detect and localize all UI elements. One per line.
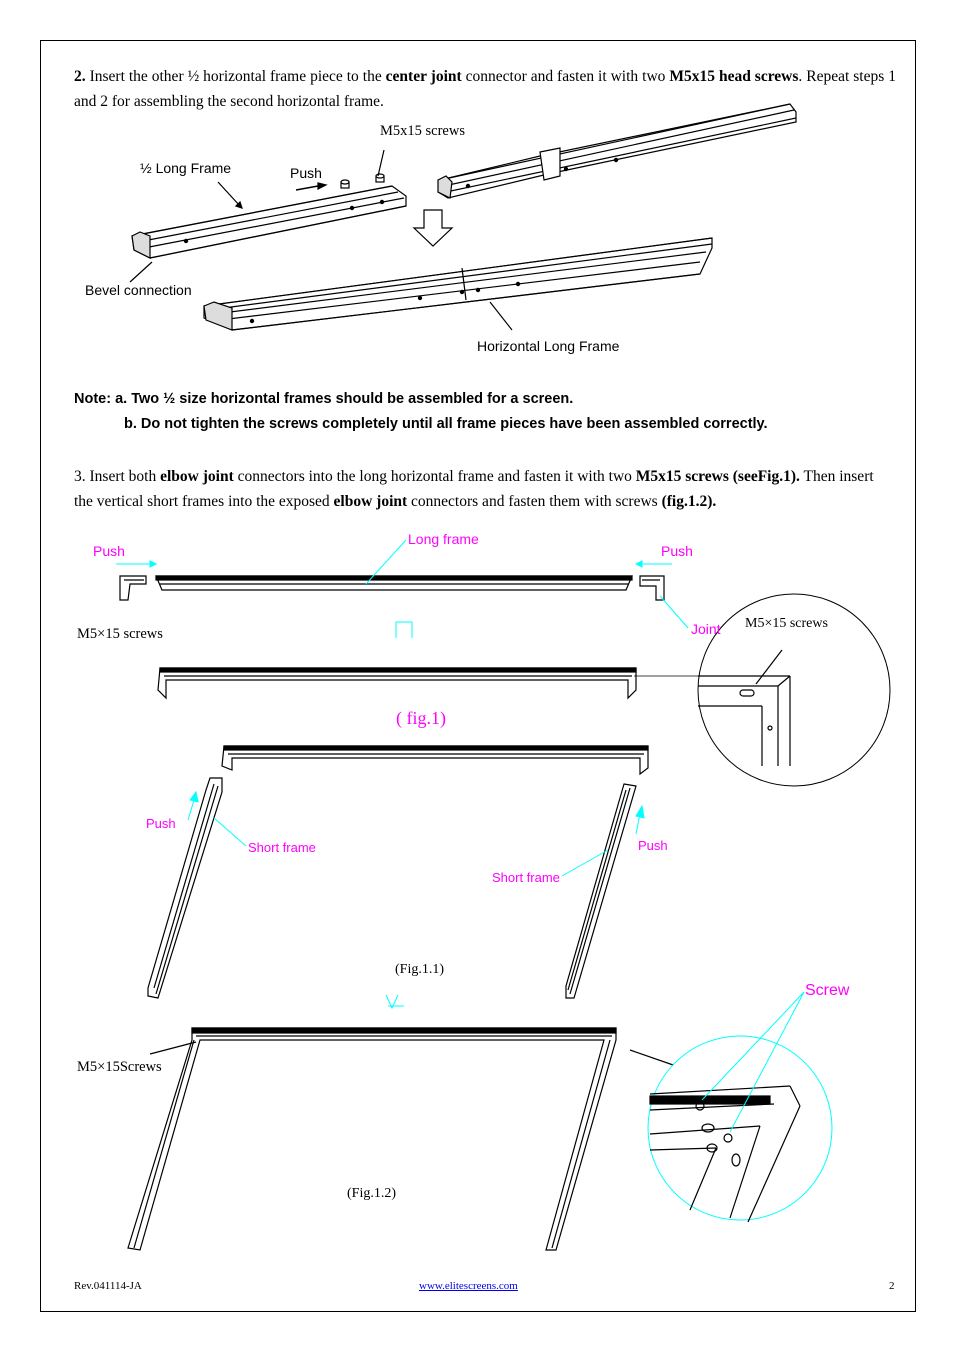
- label-horizontal-long-frame: Horizontal Long Frame: [477, 338, 620, 354]
- note-b: b. Do not tighten the screws completely …: [124, 416, 768, 432]
- step3-text-4: connectors and fasten them with screws: [407, 493, 662, 510]
- short-frame-right-drawing: [565, 783, 637, 999]
- label-fig11: (Fig.1.1): [395, 962, 444, 977]
- label-screws-left: M5×15 screws: [77, 626, 163, 642]
- page-border: [40, 40, 916, 1312]
- label-m5x15-screws: M5x15 screws: [380, 123, 465, 139]
- frame-fig12-drawing: [127, 1027, 617, 1251]
- label-fig12: (Fig.1.2): [347, 1186, 396, 1201]
- step3-paragraph: 3. Insert both elbow joint connectors in…: [74, 464, 896, 514]
- label-screws-bottom: M5×15Screws: [77, 1059, 162, 1075]
- label-push: Push: [290, 165, 322, 181]
- half-frame-left-drawing: [131, 173, 407, 259]
- step3-text-2: connectors into the long horizontal fram…: [233, 468, 636, 485]
- label-screw: Screw: [805, 982, 850, 999]
- step2-screws: M5x15 head screws: [669, 68, 799, 85]
- label-push-right: Push: [661, 543, 693, 559]
- half-frame-right-drawing: [437, 103, 797, 199]
- zoom-circle-fig1: [697, 593, 891, 787]
- step3-text-1: 3. Insert both: [74, 468, 161, 485]
- step2-paragraph: 2. Insert the other ½ horizontal frame p…: [74, 64, 896, 114]
- label-push-left: Push: [93, 543, 125, 559]
- footer-page-number: 2: [889, 1280, 895, 1292]
- step2-text-2: connector and fasten it with two: [461, 68, 670, 85]
- label-push-short-right: Push: [638, 838, 668, 853]
- step2-center-joint: center joint: [385, 68, 462, 85]
- frame-fig11-drawing: [221, 745, 649, 776]
- step3-elbow-joint-1: elbow joint: [160, 468, 234, 485]
- long-frame-fig1-drawing: [155, 575, 633, 591]
- step3-text-3: Then insert the vertical short frames in…: [74, 468, 874, 510]
- elbow-joint-right-drawing: [639, 575, 665, 601]
- step2-number: 2.: [74, 68, 86, 85]
- label-screws-zoom: M5×15 screws: [745, 616, 828, 631]
- step2-text-1: Insert the other ½ horizontal frame piec…: [85, 68, 386, 85]
- step2-text-3: . Repeat steps 1 and 2 for assembling th…: [74, 68, 896, 110]
- step3-screws: M5x15 screws (seeFig.1).: [635, 468, 800, 485]
- label-long-frame: Long frame: [408, 531, 479, 547]
- label-push-short-left: Push: [146, 816, 176, 831]
- label-joint: Joint: [691, 621, 721, 637]
- label-short-frame-right: Short frame: [492, 870, 560, 885]
- step3-fig-ref: (fig.1.2).: [661, 493, 717, 510]
- footer-revision: Rev.041114-JA: [74, 1280, 142, 1292]
- label-half-long-frame: ½ Long Frame: [140, 160, 232, 176]
- label-short-frame-left: Short frame: [248, 840, 316, 855]
- frame-with-joints-drawing: [157, 667, 700, 700]
- short-frame-left-drawing: [147, 777, 223, 999]
- footer-website-link[interactable]: www.elitescreens.com: [419, 1280, 518, 1292]
- zoom-circle-fig12: [647, 1035, 833, 1223]
- note-a: Note: a. Two ½ size horizontal frames sh…: [74, 391, 574, 407]
- elbow-joint-left-drawing: [119, 575, 147, 601]
- label-fig1: ( fig.1): [396, 708, 446, 728]
- label-bevel-connection: Bevel connection: [85, 282, 192, 298]
- long-frame-assembled-drawing: [203, 237, 713, 331]
- step3-elbow-joint-2: elbow joint: [333, 493, 408, 510]
